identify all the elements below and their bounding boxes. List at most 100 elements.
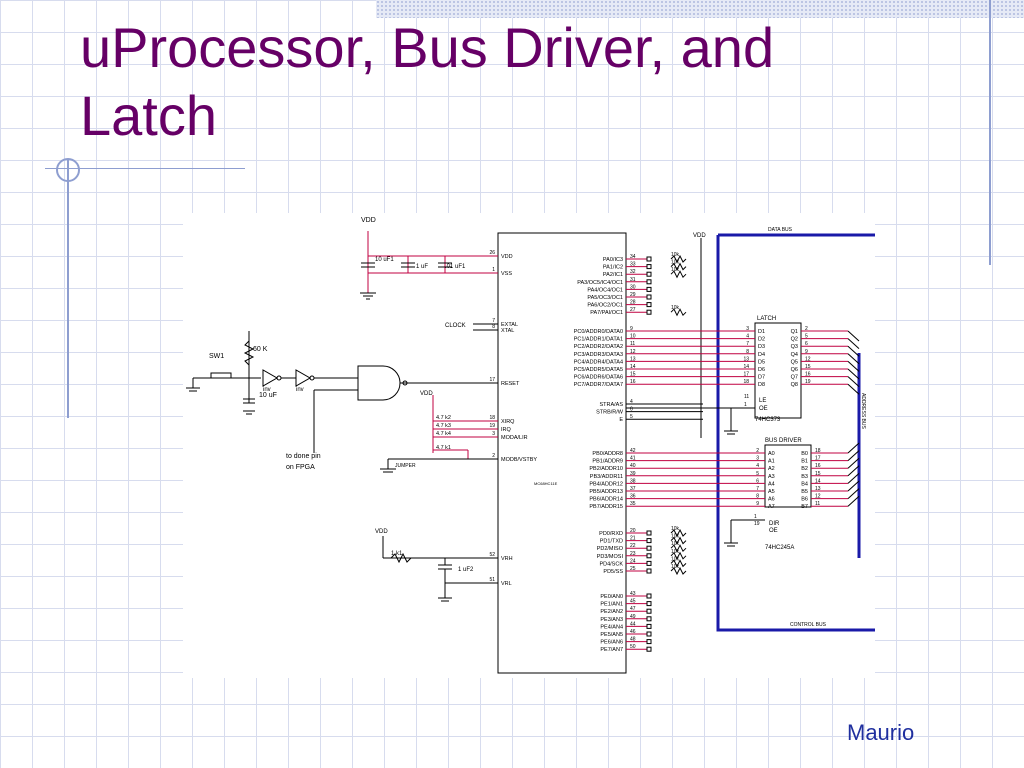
bus-a-label: A0 bbox=[768, 451, 775, 457]
mcu-pin-number: 26 bbox=[489, 250, 495, 256]
mcu-port-pin-name: PB1/ADDR9 bbox=[592, 459, 623, 465]
mcu-port-pin-number: 42 bbox=[630, 448, 636, 454]
mcu-port-pin-number: 35 bbox=[630, 501, 636, 507]
bus-entry bbox=[847, 473, 860, 484]
on-fpga-label: on FPGA bbox=[286, 464, 315, 471]
mcu-port-pin-name: STRA/AS bbox=[599, 402, 623, 408]
resistor-10k-label: 10k bbox=[671, 541, 680, 547]
mcu-port-pin-number: 32 bbox=[630, 269, 636, 275]
latch-out-pin: 16 bbox=[805, 372, 811, 378]
latch-le-label: LE bbox=[759, 398, 766, 404]
mcu-part-label: MC68HC11E bbox=[534, 481, 558, 486]
pullup-resistor bbox=[670, 566, 687, 576]
bus-entry bbox=[847, 330, 860, 342]
bus-a-label: A7 bbox=[768, 504, 775, 510]
mcu-port-pin-number: 43 bbox=[630, 591, 636, 597]
mcu-pin-name: MODA/LIR bbox=[501, 435, 528, 441]
mcu-port-pin-name: PE1/AN1 bbox=[600, 602, 623, 608]
latch-in-pin: 7 bbox=[746, 341, 749, 347]
bus-b-label: B1 bbox=[801, 459, 808, 465]
latch-out-pin: 9 bbox=[805, 349, 808, 355]
latch-q-label: Q4 bbox=[791, 352, 798, 358]
mcu-port-pin-name: PD0/RXD bbox=[599, 531, 623, 537]
mcu-pin-number: 8 bbox=[492, 324, 495, 330]
pin-pad bbox=[646, 568, 652, 574]
bus-b-label: B5 bbox=[801, 489, 808, 495]
mcu-port-pin-name: PC4/ADDR4/DATA4 bbox=[574, 359, 623, 365]
mcu-port-pin-name: PB4/ADDR12 bbox=[589, 481, 623, 487]
pullup-resistor bbox=[670, 308, 687, 317]
latch-in-pin: 14 bbox=[743, 364, 749, 370]
bus-out-pin: 16 bbox=[815, 463, 821, 469]
mcu-port-pin-number: 21 bbox=[630, 536, 636, 542]
latch-oe-pin: 1 bbox=[744, 402, 747, 408]
mcu-port-pin-number: 44 bbox=[630, 621, 636, 627]
latch-in-pin: 3 bbox=[746, 326, 749, 332]
mcu-port-pin-name: PE4/AN4 bbox=[600, 624, 623, 630]
bus-dir-pin: 1 bbox=[754, 514, 757, 520]
mcu-pin-name: VSS bbox=[501, 271, 512, 277]
latch-d-label: D6 bbox=[758, 367, 765, 373]
mcu-port-pin-number: 22 bbox=[630, 543, 636, 549]
bus-entry bbox=[847, 353, 860, 365]
vdd-label-2: VDD bbox=[420, 391, 433, 397]
bus-out-pin: 12 bbox=[815, 494, 821, 500]
inverter-1 bbox=[262, 369, 279, 387]
done-pin-label: to done pin bbox=[286, 453, 321, 460]
pin-pad bbox=[646, 631, 652, 637]
inverter-2 bbox=[295, 369, 312, 387]
pin-pad bbox=[646, 256, 652, 262]
mcu-port-pin-number: 30 bbox=[630, 284, 636, 290]
mcu-port-pin-name: PE7/AN7 bbox=[600, 647, 623, 653]
mcu-port-pin-number: 16 bbox=[630, 379, 636, 385]
pin-pad bbox=[646, 538, 652, 544]
mcu-port-pin-number: 46 bbox=[630, 629, 636, 635]
bus-a-label: A3 bbox=[768, 474, 775, 480]
resistor-4k7-label: 4.7 k3 bbox=[436, 423, 451, 429]
decorative-vertical-line-left bbox=[67, 160, 69, 418]
pullup-resistor bbox=[670, 528, 687, 538]
clock-label: CLOCK bbox=[445, 323, 466, 329]
mcu-port-pin-number: 15 bbox=[630, 372, 636, 378]
mcu-port-pin-name: PA3/OC5/IC4/OC1 bbox=[577, 280, 623, 286]
mcu-pin-number: 51 bbox=[489, 577, 495, 583]
bus-in-pin: 8 bbox=[756, 494, 759, 500]
resistor-1k bbox=[390, 552, 412, 564]
mcu-pin-name: VRL bbox=[501, 581, 512, 587]
inverter-1-label: inv bbox=[263, 387, 271, 393]
bus-entry bbox=[847, 450, 860, 461]
mcu-port-pin-number: 38 bbox=[630, 478, 636, 484]
mcu-port-pin-name: PC3/ADDR3/DATA3 bbox=[574, 352, 623, 358]
latch-d-label: D4 bbox=[758, 352, 765, 358]
latch-title: LATCH bbox=[757, 316, 776, 322]
mcu-port-pin-name: STRB/R/W bbox=[596, 410, 624, 416]
resistor-60k bbox=[243, 340, 255, 366]
resistor-4k7-label: 4.7 k2 bbox=[436, 415, 451, 421]
bus-entry bbox=[847, 495, 860, 507]
inverter-2-label: inv bbox=[296, 387, 304, 393]
mcu-port-pin-number: 28 bbox=[630, 300, 636, 306]
resistor-10k-label: 10k bbox=[671, 549, 680, 555]
mcu-pin-name: XTAL bbox=[501, 328, 514, 334]
mcu-port-pin-number: 37 bbox=[630, 486, 636, 492]
mcu-pin-name: IRQ bbox=[501, 427, 512, 433]
slide-title-line-2: Latch bbox=[80, 84, 217, 147]
bus-a-label: A6 bbox=[768, 497, 775, 503]
bus-out-pin: 14 bbox=[815, 478, 821, 484]
mcu-port-pin-name: PC5/ADDR5/DATA5 bbox=[574, 367, 623, 373]
cap-10uf-label: 10 uF1 bbox=[375, 257, 394, 263]
mcu-port-pin-name: PD3/MOSI bbox=[597, 554, 624, 560]
bus-oe-label: OE bbox=[769, 528, 778, 534]
mcu-port-pin-name: PC1/ADDR1/DATA1 bbox=[574, 337, 623, 343]
bus-entry bbox=[847, 465, 860, 477]
latch-out-pin: 15 bbox=[805, 364, 811, 370]
latch-oe-label: OE bbox=[759, 406, 768, 412]
mcu-pin-name: EXTAL bbox=[501, 322, 518, 328]
mcu-pin-name: RESET bbox=[501, 381, 520, 387]
mcu-pin-number: 19 bbox=[489, 423, 495, 429]
pin-pad bbox=[646, 286, 652, 292]
vdd-label: VDD bbox=[361, 217, 376, 224]
pin-pad bbox=[646, 545, 652, 551]
latch-q-label: Q2 bbox=[791, 337, 798, 343]
